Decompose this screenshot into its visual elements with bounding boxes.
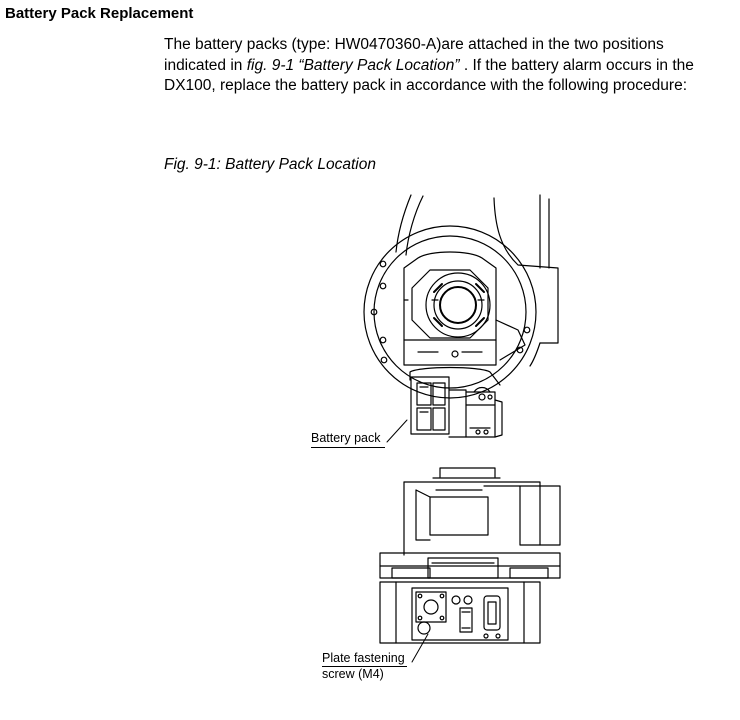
section-heading: Battery Pack Replacement — [5, 5, 194, 22]
bottom-view-drawing — [379, 467, 561, 663]
callout-plate-screw-line1: Plate fastening — [322, 651, 407, 667]
callout-battery-pack: Battery pack — [311, 431, 385, 448]
figure-reference-title: “Battery Pack Location” — [294, 56, 460, 74]
para-text-2: . If the battery alarm occurs in the DX1… — [164, 56, 694, 95]
callout-underline — [311, 447, 385, 448]
callout-plate-screw-line2: screw (M4) — [322, 667, 384, 681]
para-text-1: The battery packs (type: HW0470360-A)are… — [164, 36, 664, 74]
top-view-drawing — [363, 194, 559, 443]
figure-reference: fig. 9-1 — [246, 56, 295, 74]
callout-plate-screw: Plate fastening screw (M4) — [322, 651, 407, 682]
intro-paragraph: The battery packs (type: HW0470360-A)are… — [164, 35, 724, 97]
figure-caption: Fig. 9-1: Battery Pack Location — [164, 156, 376, 173]
callout-battery-pack-text: Battery pack — [311, 431, 381, 445]
